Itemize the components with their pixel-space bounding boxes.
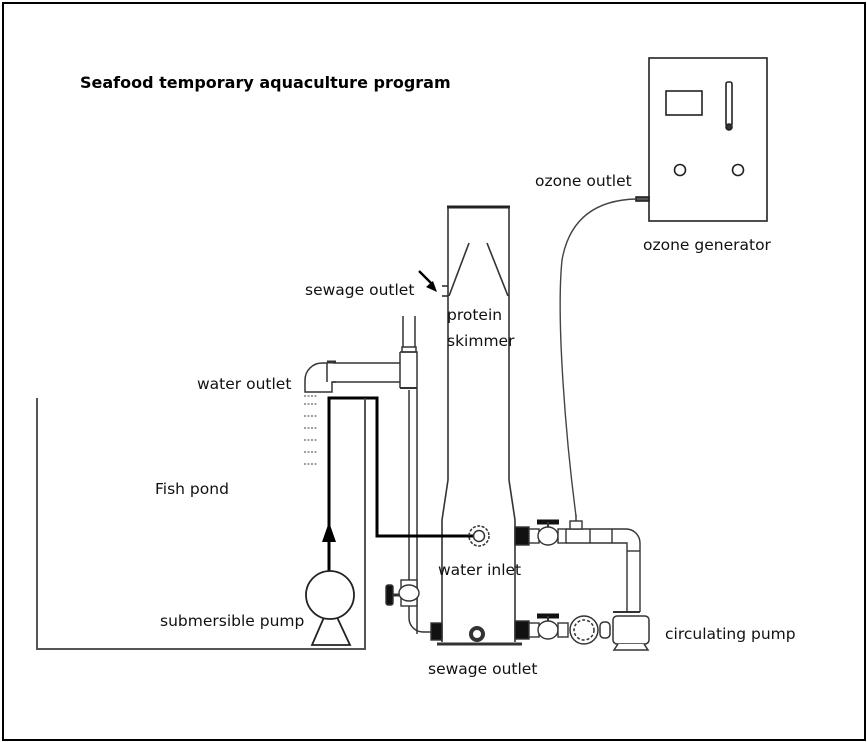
upper-circulation-pipe (514, 515, 641, 612)
feed-line (327, 396, 474, 650)
label-submersible-pump: submersible pump (160, 612, 305, 630)
label-skimmer: skimmer (447, 332, 515, 350)
label-fish-pond: Fish pond (155, 480, 229, 498)
return-pipe (304, 316, 431, 634)
label-ozone-generator: ozone generator (643, 236, 771, 254)
water-spray (304, 395, 318, 465)
ozone-tube (559, 198, 637, 517)
label-circulating-pump: circulating pump (665, 625, 796, 643)
lower-circulation-pipe (514, 613, 569, 640)
label-water-inlet: water inlet (438, 561, 522, 579)
circulating-pump-icon (569, 611, 650, 651)
arrow-pointer-icon (418, 270, 437, 292)
label-ozone-outlet: ozone outlet (535, 172, 632, 190)
label-water-outlet: water outlet (197, 375, 292, 393)
submersible-pump-icon (305, 570, 355, 646)
protein-skimmer-icon (437, 205, 522, 646)
ozone-generator-icon (635, 57, 768, 222)
diagram-title: Seafood temporary aquaculture program (80, 73, 451, 92)
label-sewage-outlet-bottom: sewage outlet (428, 660, 538, 678)
label-sewage-outlet-top: sewage outlet (305, 281, 415, 299)
water-inlet-fitting (468, 525, 490, 547)
valve-icon (385, 579, 443, 641)
arrow-up-icon (322, 522, 336, 574)
label-protein: protein (447, 306, 503, 324)
